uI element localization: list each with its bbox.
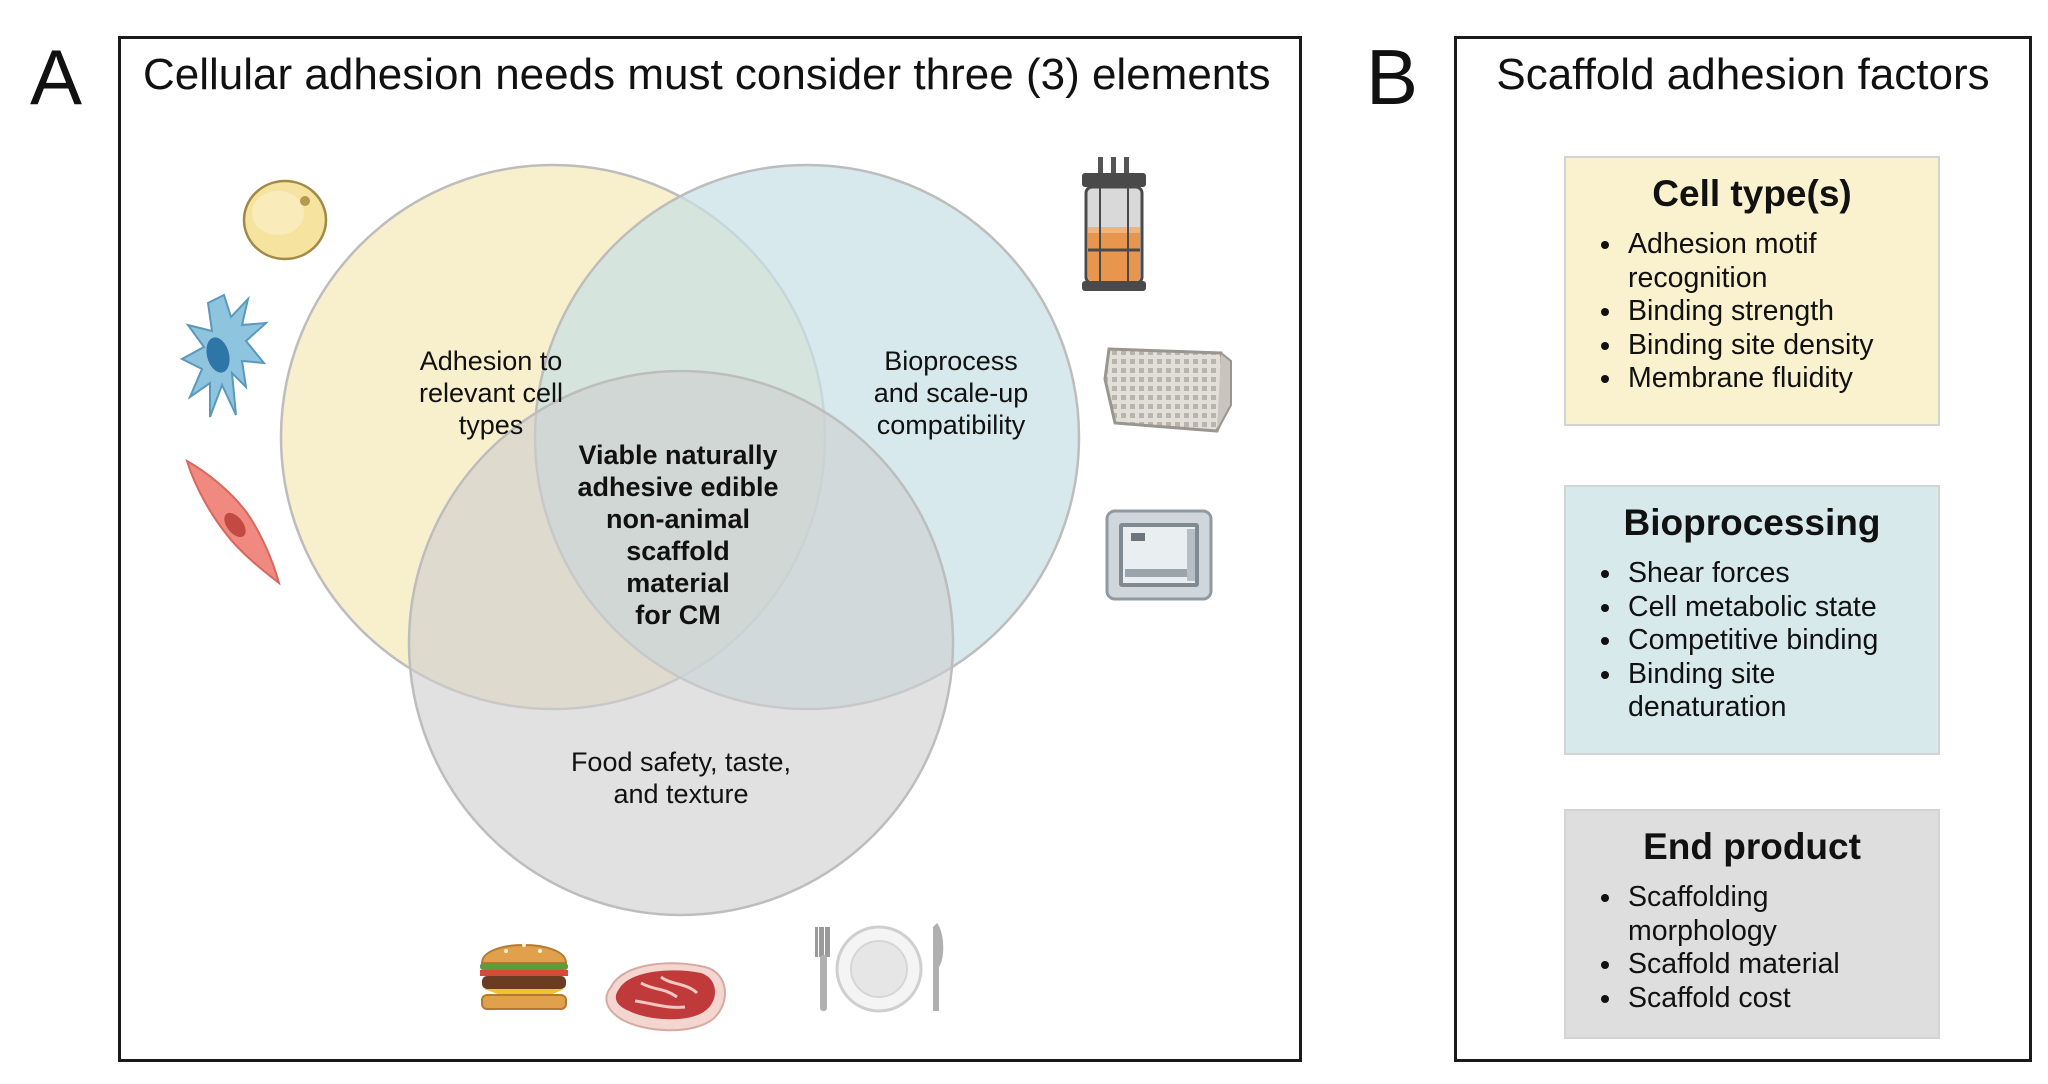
venn-label-cells: Adhesion to relevant cell types [418,346,564,440]
panel-b-title: Scaffold adhesion factors [1496,50,1990,99]
list-item: Competitive binding [1624,624,1938,658]
venn-label-food: Food safety, taste, and texture [570,747,792,809]
3d-printer-icon [1105,509,1213,601]
round-cell-icon [242,179,328,261]
spindle-cell-icon [185,458,281,586]
panel-a-letter: A [30,33,83,121]
factor-title: Cell type(s) [1652,173,1852,214]
bioreactor-icon [1082,157,1146,291]
list-item: Binding site density [1624,329,1938,363]
venn-circle-food [407,369,955,917]
factor-list: Shear forces Cell metabolic state Compet… [1566,557,1938,725]
factor-title: Bioprocessing [1623,502,1881,543]
panel-a: Cellular adhesion needs must consider th… [118,36,1302,1062]
venn-diagram [279,163,1081,917]
venn-label-bioprocess: Bioprocess and scale-up compatibility [873,346,1029,440]
factor-title: End product [1643,826,1861,867]
factor-box-bioprocessing: Bioprocessing Shear forces Cell metaboli… [1564,485,1940,755]
list-item: Scaffold material [1624,948,1938,982]
panel-a-title: Cellular adhesion needs must consider th… [143,50,1271,99]
plate-cutlery-icon [815,923,944,1013]
venn-center-label: Viable naturally adhesive edible non-ani… [577,440,779,630]
panel-b: Scaffold adhesion factors Cell type(s) A… [1454,36,2032,1062]
panel-b-letter: B [1366,33,1419,121]
list-item: Cell metabolic state [1624,591,1938,625]
scaffold-mesh-icon [1103,347,1232,433]
list-item: Shear forces [1624,557,1938,591]
list-item: Scaffold cost [1624,982,1938,1016]
list-item: Membrane fluidity [1624,362,1938,396]
burger-icon [480,943,568,1010]
list-item: Binding strength [1624,295,1938,329]
stellate-cell-icon [179,293,269,418]
steak-icon [605,962,726,1032]
